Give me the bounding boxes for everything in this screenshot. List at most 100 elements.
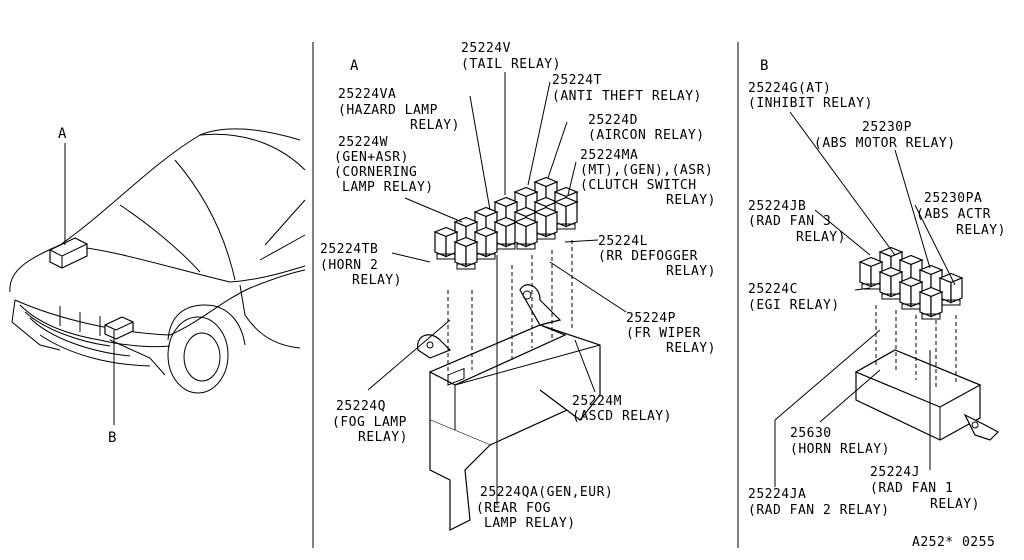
label-rad-fan1: 25224J (RAD FAN 1 RELAY) <box>870 465 980 512</box>
label-aircon: 25224D (AIRCON RELAY) <box>588 113 705 143</box>
svg-text:(GEN+ASR): (GEN+ASR) <box>334 150 409 165</box>
svg-text:25224JB: 25224JB <box>748 199 806 214</box>
relay-a-13 <box>473 226 499 260</box>
relay-a-14 <box>513 216 539 250</box>
svg-text:RELAY): RELAY) <box>666 193 716 208</box>
svg-text:(RAD FAN 1: (RAD FAN 1 <box>870 481 953 496</box>
svg-text:25224T: 25224T <box>552 73 602 88</box>
svg-text:25224MA: 25224MA <box>580 148 638 163</box>
label-rr-defogger: 25224L (RR DEFOGGER RELAY) <box>598 234 716 279</box>
label-fog-lamp: 25224Q (FOG LAMP RELAY) <box>332 399 408 445</box>
svg-text:(INHIBIT RELAY): (INHIBIT RELAY) <box>748 96 873 111</box>
svg-text:25224P: 25224P <box>626 311 676 326</box>
label-clutch-switch: 25224MA (MT),(GEN),(ASR) (CLUTCH SWITCH … <box>580 148 716 208</box>
svg-text:25224M: 25224M <box>572 394 622 409</box>
svg-text:RELAY): RELAY) <box>358 430 408 445</box>
socket-grid-a <box>447 367 465 386</box>
svg-text:25224VA: 25224VA <box>338 87 396 102</box>
projection-lines-a <box>447 240 573 375</box>
relay-b-5 <box>878 266 904 300</box>
leaders-b <box>774 111 956 487</box>
svg-text:(ANTI THEFT RELAY): (ANTI THEFT RELAY) <box>552 89 702 104</box>
section-a-letter: A <box>350 58 359 74</box>
svg-text:(RR DEFOGGER: (RR DEFOGGER <box>598 249 698 264</box>
section-b-letter: B <box>760 58 769 74</box>
label-horn: 25630 (HORN RELAY) <box>790 426 890 457</box>
svg-text:25224C: 25224C <box>748 282 798 297</box>
svg-text:RELAY): RELAY) <box>796 230 846 245</box>
svg-text:RELAY): RELAY) <box>930 497 980 512</box>
svg-text:LAMP RELAY): LAMP RELAY) <box>484 516 576 531</box>
svg-text:25230P: 25230P <box>862 120 912 135</box>
svg-text:25224V: 25224V <box>461 41 511 56</box>
label-rad-fan3: 25224JB (RAD FAN 3 RELAY) <box>748 199 846 245</box>
label-rad-fan2: 25224JA (RAD FAN 2 RELAY) <box>748 487 890 518</box>
svg-text:25630: 25630 <box>790 426 832 441</box>
svg-text:(HORN RELAY): (HORN RELAY) <box>790 442 890 457</box>
label-tail-relay: 25224V (TAIL RELAY) <box>461 41 561 72</box>
label-inhibit: 25224G(AT) (INHIBIT RELAY) <box>748 81 873 111</box>
svg-text:(ABS ACTR: (ABS ACTR <box>916 207 991 222</box>
relays-a <box>433 176 579 270</box>
svg-text:(HAZARD LAMP: (HAZARD LAMP <box>338 103 438 118</box>
label-fr-wiper: 25224P (FR WIPER RELAY) <box>626 311 716 356</box>
svg-text:25224D: 25224D <box>588 113 638 128</box>
svg-text:(AIRCON RELAY): (AIRCON RELAY) <box>588 128 705 143</box>
svg-text:25224G(AT): 25224G(AT) <box>748 81 831 96</box>
svg-text:25224TB: 25224TB <box>320 242 378 257</box>
label-anti-theft: 25224T (ANTI THEFT RELAY) <box>552 73 702 104</box>
relay-a-11 <box>533 206 559 240</box>
svg-text:(HORN 2: (HORN 2 <box>320 258 378 273</box>
svg-text:(FOG LAMP: (FOG LAMP <box>332 415 407 430</box>
relay-a-10 <box>493 216 519 250</box>
svg-text:25224W: 25224W <box>338 135 388 150</box>
svg-text:(CORNERING: (CORNERING <box>334 165 417 180</box>
svg-text:25224J: 25224J <box>870 465 920 480</box>
svg-text:RELAY): RELAY) <box>666 341 716 356</box>
relay-b-7 <box>898 276 924 310</box>
svg-text:(ASCD RELAY): (ASCD RELAY) <box>572 409 672 424</box>
label-cornering: 25224W (GEN+ASR) (CORNERING LAMP RELAY) <box>334 135 434 195</box>
car-marker-a: A <box>58 126 67 142</box>
svg-text:(ABS MOTOR RELAY): (ABS MOTOR RELAY) <box>814 136 956 151</box>
leaders-a <box>367 72 627 505</box>
projection-lines-b <box>875 305 957 388</box>
svg-text:(MT),(GEN),(ASR): (MT),(GEN),(ASR) <box>580 163 713 178</box>
relay-a-15 <box>453 236 479 270</box>
svg-text:25230PA: 25230PA <box>924 191 982 206</box>
svg-text:25224L: 25224L <box>598 234 648 249</box>
label-egi: 25224C (EGI RELAY) <box>748 282 840 313</box>
label-hazard-lamp: 25224VA (HAZARD LAMP RELAY) <box>338 87 460 133</box>
relay-b-8 <box>918 286 944 320</box>
svg-text:25224QA(GEN,EUR): 25224QA(GEN,EUR) <box>480 485 613 500</box>
svg-text:25224JA: 25224JA <box>748 487 806 502</box>
label-horn2: 25224TB (HORN 2 RELAY) <box>320 242 402 288</box>
svg-text:(CLUTCH SWITCH: (CLUTCH SWITCH <box>580 178 697 193</box>
relay-a-6 <box>553 196 579 230</box>
svg-text:LAMP RELAY): LAMP RELAY) <box>342 180 434 195</box>
svg-text:25224Q: 25224Q <box>336 399 386 414</box>
relay-b-6 <box>938 272 964 306</box>
label-ascd: 25224M (ASCD RELAY) <box>572 394 672 424</box>
svg-text:RELAY): RELAY) <box>410 118 460 133</box>
svg-text:(TAIL RELAY): (TAIL RELAY) <box>461 57 561 72</box>
svg-text:(FR WIPER: (FR WIPER <box>626 326 701 341</box>
svg-text:(EGI RELAY): (EGI RELAY) <box>748 298 840 313</box>
diagram-code: A252* 0255 <box>912 535 995 550</box>
label-rear-fog: 25224QA(GEN,EUR) (REAR FOG LAMP RELAY) <box>476 485 613 531</box>
fuse-block-b <box>854 349 999 441</box>
relay-a-12 <box>433 226 459 260</box>
relay-b-3 <box>858 256 884 290</box>
car-illustration <box>9 128 306 425</box>
svg-text:(RAD FAN 2 RELAY): (RAD FAN 2 RELAY) <box>748 503 890 518</box>
svg-text:(REAR FOG: (REAR FOG <box>476 501 551 516</box>
svg-text:RELAY): RELAY) <box>666 264 716 279</box>
car-marker-b: B <box>108 430 117 446</box>
label-abs-actr: 25230PA (ABS ACTR RELAY) <box>916 191 1006 238</box>
svg-text:RELAY): RELAY) <box>956 223 1006 238</box>
svg-text:RELAY): RELAY) <box>352 273 402 288</box>
svg-text:(RAD FAN 3: (RAD FAN 3 <box>748 214 831 229</box>
relays-b <box>858 246 964 320</box>
